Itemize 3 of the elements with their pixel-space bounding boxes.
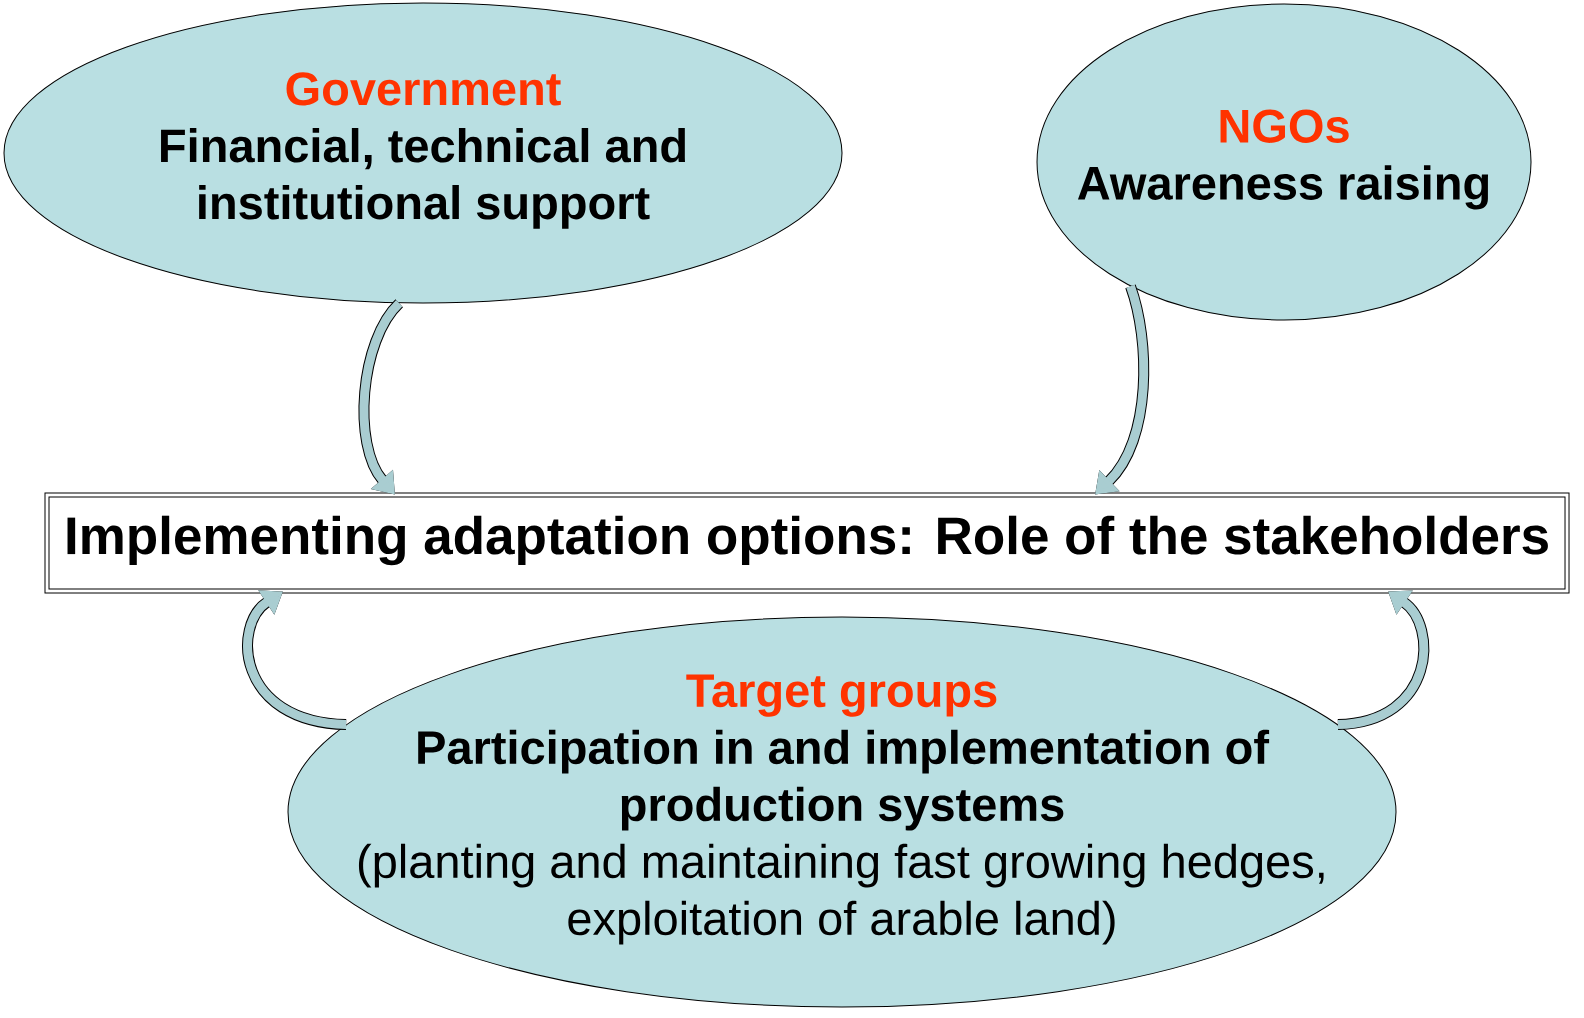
title-box: Implementing adaptation options: Role of the stakeholders — [44, 492, 1570, 594]
curved-arrow — [242, 590, 347, 731]
curved-arrow — [1337, 590, 1430, 731]
